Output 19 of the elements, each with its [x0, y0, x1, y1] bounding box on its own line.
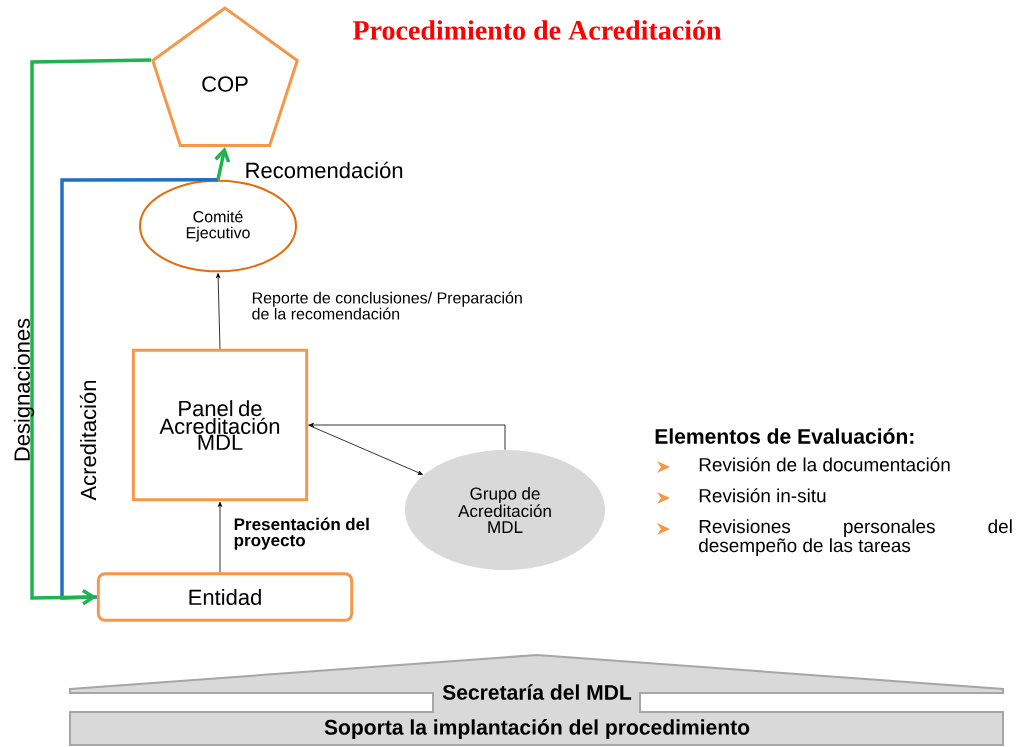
arrow — [216, 273, 221, 350]
arrow — [214, 146, 231, 181]
bullet-text: Revisión in-situ — [699, 488, 826, 503]
arrow — [217, 501, 223, 573]
edge-label: Presentación del proyecto — [234, 517, 369, 550]
bullet-text: Revisión de la documentación — [699, 457, 950, 472]
process-box: Panel de Acreditación MDL — [131, 348, 309, 502]
edge-label: Recomendación — [246, 161, 403, 179]
process-box: Entidad — [96, 572, 354, 622]
title: Procedimiento de Acreditación — [352, 20, 722, 40]
edge-label: Reporte de conclusiones/ Preparación de la recomendación — [252, 291, 522, 320]
heading: Elementos de Evaluación: — [655, 428, 914, 444]
arrow — [30, 58, 152, 606]
edge-label: Acreditación — [79, 380, 97, 501]
arrow — [308, 422, 506, 451]
edge-label: Designaciones — [13, 318, 35, 461]
arrow — [307, 424, 423, 475]
bullet-text: Revisiones personales del desempeño de las tareas — [699, 519, 1012, 556]
pentagon: COP — [151, 6, 299, 147]
